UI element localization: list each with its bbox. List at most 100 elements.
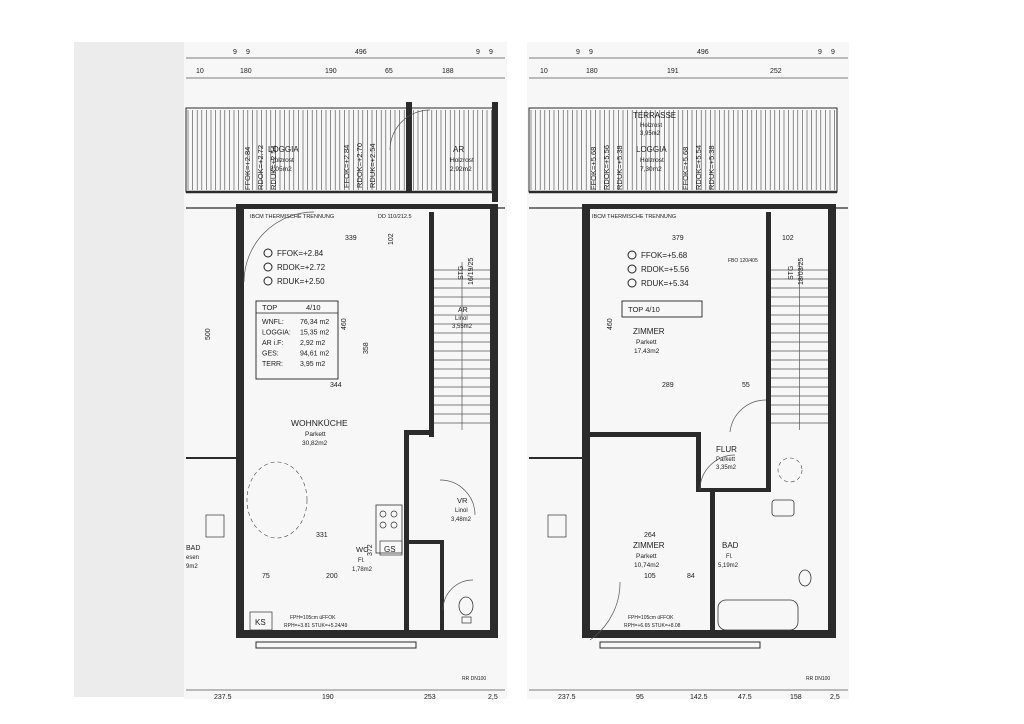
turning-circle xyxy=(777,457,803,483)
dim-text: 358 xyxy=(363,342,370,354)
dim-text: 253 xyxy=(424,694,436,701)
dim-text: 10 xyxy=(196,68,204,75)
level-label: FFOK=+2.84 xyxy=(243,147,252,190)
room-name: AR xyxy=(458,307,468,314)
level-label: RDOK=+2.72 xyxy=(277,263,326,272)
thermal-note: IBCM THERMISCHE TRENNUNG xyxy=(250,214,334,220)
thermal-note: IBCM THERMISCHE TRENNUNG xyxy=(592,214,676,220)
room-name: ZIMMER xyxy=(633,327,665,336)
dim-text: 9 xyxy=(576,49,580,56)
level-label: RDUK=+5.38 xyxy=(615,145,624,190)
room-area: 3,55m2 xyxy=(452,324,473,330)
room-name: FLUR xyxy=(716,445,737,454)
top-row-value: 2,92 m2 xyxy=(300,340,325,347)
paper-shadow xyxy=(74,42,186,697)
dim-text: 75 xyxy=(262,573,270,580)
room-name: TERRASSE xyxy=(633,111,676,120)
room-floor: Parkett xyxy=(305,431,326,438)
level-label: FFOK=+5.68 xyxy=(589,147,598,190)
stair-note: 18/03/25 xyxy=(798,258,805,285)
level-label: RDUK=+2.54 xyxy=(368,143,377,188)
top-number: TOP 4/10 xyxy=(628,305,660,314)
top-row-value: 94,61 m2 xyxy=(300,351,329,358)
bathtub-icon xyxy=(717,599,799,631)
door-note: DD 110/212.5 xyxy=(378,214,412,220)
dim-text: 460 xyxy=(341,318,348,330)
level-label: RDUK=+5.38 xyxy=(707,145,716,190)
dim-text: 496 xyxy=(355,49,367,56)
stair-note: STG xyxy=(458,266,465,280)
room-area: 8,05m2 xyxy=(270,166,292,173)
dim-text: 9 xyxy=(489,49,493,56)
dim-text: 180 xyxy=(586,68,598,75)
room-name: WOHNKÜCHE xyxy=(291,418,348,428)
dim-text: 55 xyxy=(742,382,750,389)
dim-text: 105 xyxy=(644,573,656,580)
dim-text: 180 xyxy=(240,68,252,75)
staircase xyxy=(434,262,490,430)
dim-text: 2,5 xyxy=(488,694,498,701)
dim-text: 496 xyxy=(697,49,709,56)
room-floor: Fl. xyxy=(358,558,365,564)
dim-text: 289 xyxy=(662,382,674,389)
dim-text: 237.5 xyxy=(558,694,576,701)
level-label: RDUK=+2.50 xyxy=(277,277,325,286)
fph-note: FPH=105cm üFFOK xyxy=(290,615,336,621)
rph-note: RPH=+6.65 STUK=+8.08 xyxy=(624,623,681,629)
room-floor: Parkett xyxy=(716,457,735,463)
dim-text: 331 xyxy=(316,532,328,539)
top-number: 4/10 xyxy=(306,303,321,312)
top-row-label: AR i.F: xyxy=(262,340,283,347)
dining-area-outline xyxy=(246,461,308,539)
rr-note: RR DN100 xyxy=(806,676,830,682)
dim-text: 65 xyxy=(385,68,393,75)
door-swing xyxy=(439,479,476,516)
gs-label: GS xyxy=(384,545,396,554)
level-label: FFOK=+5.68 xyxy=(681,147,690,190)
room-floor: Fl. xyxy=(726,554,733,560)
level-label: FFOK=+5.68 xyxy=(641,251,688,260)
stove-icon xyxy=(379,521,387,529)
dim-text: 379 xyxy=(672,235,684,242)
dim-text: 47.5 xyxy=(738,694,752,701)
top-title: TOP xyxy=(262,303,277,312)
level-label: RDUK=+2.54 xyxy=(269,145,278,190)
dim-text: 372 xyxy=(367,544,374,556)
room-area: 3,95m2 xyxy=(640,131,661,137)
room-area: 5,19m2 xyxy=(718,563,739,569)
level-markers: FFOK=+5.68 RDOK=+5.56 RDUK=+5.34 xyxy=(627,250,690,288)
room-name: BAD xyxy=(186,545,200,552)
dim-text: 344 xyxy=(330,382,342,389)
room-floor: Parkett xyxy=(636,339,657,346)
room-area: 9m2 xyxy=(186,564,198,570)
top-row-label: LOGGIA: xyxy=(262,330,291,337)
dim-text: 500 xyxy=(205,328,212,340)
dim-text: 460 xyxy=(607,318,614,330)
room-name: WC xyxy=(356,545,369,554)
door-swing xyxy=(243,211,315,283)
sink-icon xyxy=(771,499,795,517)
loggia-railing-hatch xyxy=(187,110,492,190)
kitchen-counter xyxy=(375,504,403,554)
dim-text: 102 xyxy=(782,235,794,242)
rph-note: RPH=+3.81 STUK=+5.24/49 xyxy=(284,623,348,629)
dim-text: 9 xyxy=(233,49,237,56)
room-floor: Parkett xyxy=(636,553,657,560)
room-floor: Holzrost xyxy=(640,123,662,129)
room-area: 10,74m2 xyxy=(634,562,660,569)
dim-text: 95 xyxy=(636,694,644,701)
room-floor: esen xyxy=(186,555,199,561)
level-markers: FFOK=+2.84 RDOK=+2.72 RDUK=+2.50 xyxy=(263,248,326,286)
dim-text: 9 xyxy=(246,49,250,56)
door-swing xyxy=(699,454,736,491)
room-area: 3,35m2 xyxy=(716,465,737,471)
dim-text: 191 xyxy=(667,68,679,75)
level-label: RDOK=+5.54 xyxy=(694,145,703,190)
loggia-railing-hatch xyxy=(530,110,835,190)
left-plan: 9 9 496 9 9 10 180 190 65 188 LOGGIA Hol… xyxy=(184,42,507,701)
room-floor: Linol xyxy=(455,316,468,322)
right-plan: 9 9 496 9 9 10 180 191 252 TERRASSE Holz… xyxy=(527,42,849,701)
room-floor: Holzrost xyxy=(450,157,474,164)
room-name: LOGGIA xyxy=(268,145,299,154)
